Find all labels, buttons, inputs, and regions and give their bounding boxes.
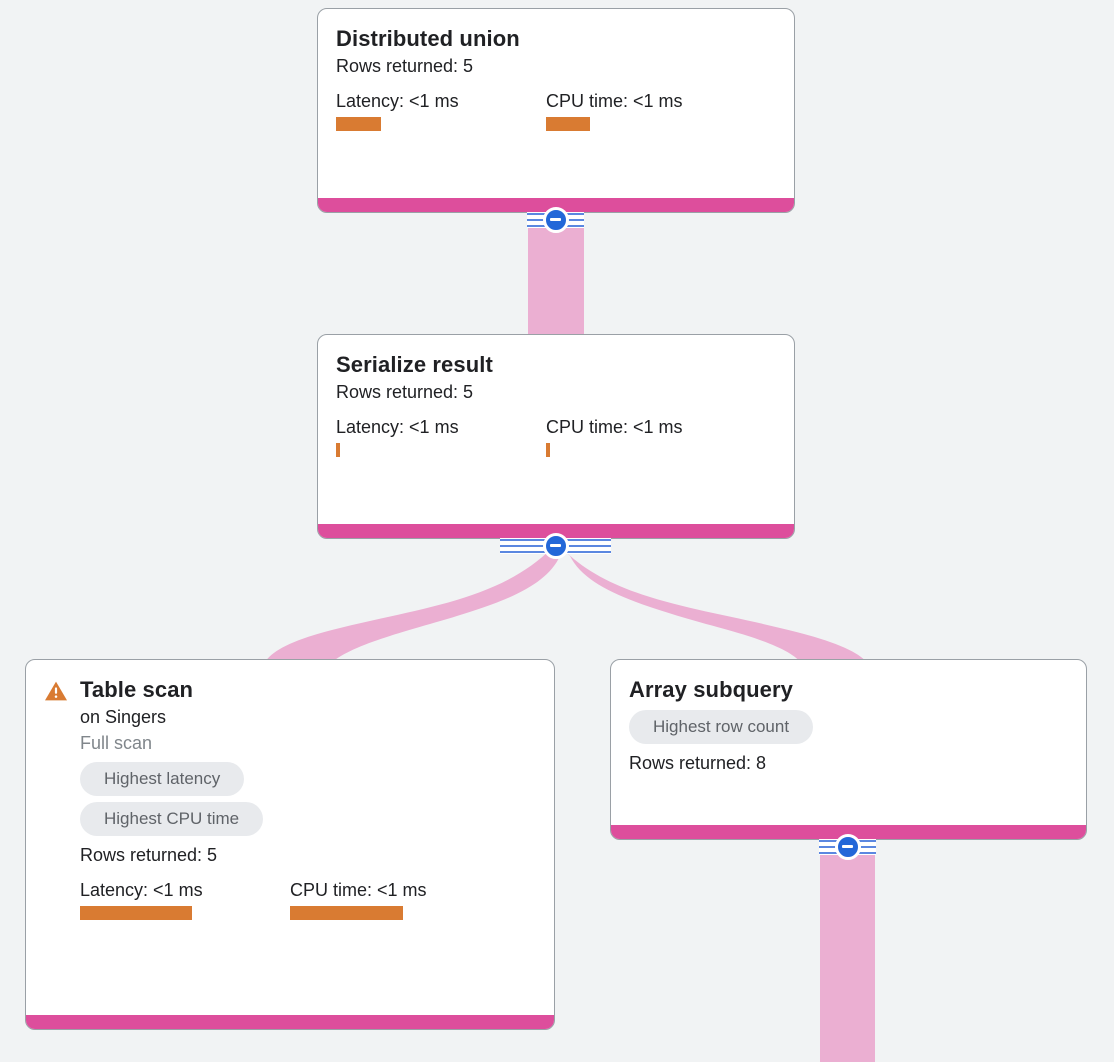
node-body: Table scan on Singers Full scan Highest …: [26, 660, 554, 1015]
node-details: on Singers Full scan Highest latency Hig…: [80, 704, 536, 920]
plan-node-distributed-union[interactable]: Distributed union Rows returned: 5 Laten…: [317, 8, 795, 213]
metric-cpu-time-bar: [546, 443, 550, 457]
node-body: Array subquery Highest row count Rows re…: [611, 660, 1086, 825]
metric-latency-label: Latency: <1 ms: [336, 417, 459, 437]
plan-node-table-scan[interactable]: Table scan on Singers Full scan Highest …: [25, 659, 555, 1030]
metric-latency-label: Latency: <1 ms: [80, 880, 203, 900]
metric-latency-bar: [336, 117, 381, 131]
metric-cpu-time-label: CPU time: <1 ms: [546, 417, 683, 437]
collapse-toggle-array-subquery[interactable]: [819, 833, 876, 860]
node-footer-bar: [318, 198, 794, 212]
node-title: Distributed union: [336, 26, 520, 51]
node-footer-bar: [611, 825, 1086, 839]
metric-latency-bar: [336, 443, 340, 457]
node-metrics: Latency: <1 ms CPU time: <1 ms: [80, 878, 536, 920]
node-metrics: Latency: <1 ms CPU time: <1 ms: [336, 415, 776, 457]
node-header: Distributed union: [336, 25, 776, 53]
node-details: Rows returned: 5 Latency: <1 ms CPU time…: [336, 53, 776, 131]
node-details: Highest row count Rows returned: 8: [629, 704, 1068, 776]
metric-latency: Latency: <1 ms: [80, 878, 290, 920]
node-details: Rows returned: 5 Latency: <1 ms CPU time…: [336, 379, 776, 457]
collapse-toggle-serialize-result[interactable]: [500, 532, 611, 559]
metric-cpu-time-bar: [290, 906, 403, 920]
rows-returned: Rows returned: 8: [629, 753, 767, 773]
metric-latency-bar: [80, 906, 192, 920]
warning-triangle-icon: [45, 681, 67, 701]
node-header: Serialize result: [336, 351, 776, 379]
node-body: Distributed union Rows returned: 5 Laten…: [318, 9, 794, 198]
node-scan-detail: Full scan: [80, 733, 153, 753]
status-badge-highest-cpu-time: Highest CPU time: [80, 802, 264, 836]
edge-array-subquery-to-offscreen-child: [820, 840, 875, 1062]
metric-cpu-time-label: CPU time: <1 ms: [290, 880, 427, 900]
node-title: Serialize result: [336, 352, 493, 377]
collapse-toggle-distributed-union[interactable]: [527, 206, 584, 233]
node-header: Table scan: [44, 676, 536, 704]
node-title: Table scan: [80, 677, 194, 702]
metric-cpu-time: CPU time: <1 ms: [546, 89, 683, 131]
status-badge-highest-latency: Highest latency: [80, 762, 245, 796]
node-header: Array subquery: [629, 676, 1068, 704]
edge-serialize-result-to-array-subquery: [562, 548, 868, 664]
minus-circle-icon[interactable]: [542, 532, 569, 559]
node-footer-bar: [26, 1015, 554, 1029]
metric-cpu-time-label: CPU time: <1 ms: [546, 91, 683, 111]
rows-returned: Rows returned: 5: [80, 845, 218, 865]
node-footer-bar: [318, 524, 794, 538]
plan-node-serialize-result[interactable]: Serialize result Rows returned: 5 Latenc…: [317, 334, 795, 539]
node-body: Serialize result Rows returned: 5 Latenc…: [318, 335, 794, 524]
metric-cpu-time: CPU time: <1 ms: [290, 878, 427, 920]
metric-latency: Latency: <1 ms: [336, 89, 546, 131]
status-badge-highest-row-count: Highest row count: [629, 710, 814, 744]
metric-cpu-time-bar: [546, 117, 590, 131]
minus-circle-icon[interactable]: [542, 206, 569, 233]
node-badges: Highest latency Highest CPU time: [80, 762, 536, 836]
metric-cpu-time: CPU time: <1 ms: [546, 415, 683, 457]
metric-latency-label: Latency: <1 ms: [336, 91, 459, 111]
plan-node-array-subquery[interactable]: Array subquery Highest row count Rows re…: [610, 659, 1087, 840]
node-badges: Highest row count: [629, 710, 1068, 744]
node-subtitle: on Singers: [80, 707, 167, 727]
minus-circle-icon[interactable]: [834, 833, 861, 860]
node-metrics: Latency: <1 ms CPU time: <1 ms: [336, 89, 776, 131]
rows-returned: Rows returned: 5: [336, 382, 474, 402]
metric-latency: Latency: <1 ms: [336, 415, 546, 457]
rows-returned: Rows returned: 5: [336, 56, 474, 76]
edge-serialize-result-to-table-scan: [264, 548, 560, 664]
node-title: Array subquery: [629, 677, 794, 702]
